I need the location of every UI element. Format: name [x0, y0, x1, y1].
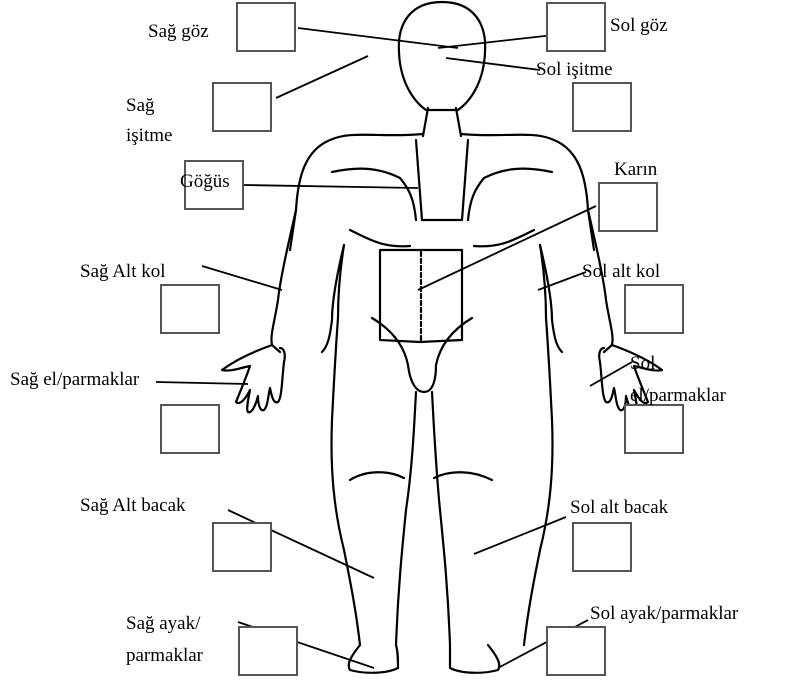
- leader-sag-isitme: [276, 56, 368, 98]
- right-arm-outer: [271, 210, 296, 352]
- leader-sol-isitme: [446, 58, 540, 70]
- right-hand-outline: [222, 345, 285, 412]
- chest-line-right: [468, 169, 552, 220]
- box-sag-ayak: [238, 626, 298, 676]
- leader-sol-el: [590, 362, 632, 386]
- right-leg-outer: [332, 420, 361, 645]
- box-sag-goz: [236, 2, 296, 52]
- right-leg-inner: [396, 392, 416, 645]
- box-sag-isitme: [212, 82, 272, 132]
- box-sol-alt-kol: [624, 284, 684, 334]
- label-sag-ayak-line1: Sağ ayak/: [126, 612, 200, 635]
- box-sol-ayak: [546, 626, 606, 676]
- rib-line-left: [350, 230, 410, 246]
- label-karin: Karın: [614, 158, 657, 181]
- leader-sag-el: [156, 382, 248, 384]
- chest-line-left: [332, 169, 416, 220]
- label-sag-alt-kol: Sağ Alt kol: [80, 260, 166, 283]
- label-sag-ayak-line2: parmaklar: [126, 644, 203, 667]
- label-sag-goz: Sağ göz: [148, 20, 209, 43]
- leader-sag-goz: [298, 28, 458, 48]
- label-sol-alt-kol: Sol alt kol: [582, 260, 660, 283]
- label-sol-el-line1: Sol: [630, 352, 655, 375]
- box-sol-alt-bacak: [572, 522, 632, 572]
- leader-gogus: [244, 185, 418, 188]
- label-sag-el: Sağ el/parmaklar: [10, 368, 139, 391]
- head-outline: [399, 2, 485, 110]
- box-sol-isitme: [572, 82, 632, 132]
- label-sol-alt-bacak: Sol alt bacak: [570, 496, 668, 519]
- label-sol-goz: Sol göz: [610, 14, 668, 37]
- label-sol-el-line2: el/parmaklar: [630, 384, 726, 407]
- box-sag-alt-kol: [160, 284, 220, 334]
- neck-outline: [423, 108, 461, 136]
- box-sol-goz: [546, 2, 606, 52]
- label-gogus: Göğüs: [180, 170, 230, 193]
- leader-sol-alt-bacak: [474, 517, 566, 554]
- label-sol-isitme: Sol işitme: [536, 58, 613, 81]
- box-sag-alt-bacak: [212, 522, 272, 572]
- left-foot-outline: [450, 645, 499, 673]
- box-sol-el: [624, 404, 684, 454]
- sternum: [416, 140, 468, 220]
- knee-left: [434, 472, 492, 480]
- label-sag-alt-bacak: Sağ Alt bacak: [80, 494, 186, 517]
- rib-line-right: [474, 230, 534, 246]
- box-sag-el: [160, 404, 220, 454]
- box-karin: [598, 182, 658, 232]
- knee-right: [350, 472, 404, 480]
- label-sag-isitme-line2: işitme: [126, 124, 172, 147]
- label-sag-isitme-line1: Sağ: [126, 94, 155, 117]
- label-sol-ayak: Sol ayak/parmaklar: [590, 602, 738, 625]
- left-leg-inner: [432, 392, 450, 645]
